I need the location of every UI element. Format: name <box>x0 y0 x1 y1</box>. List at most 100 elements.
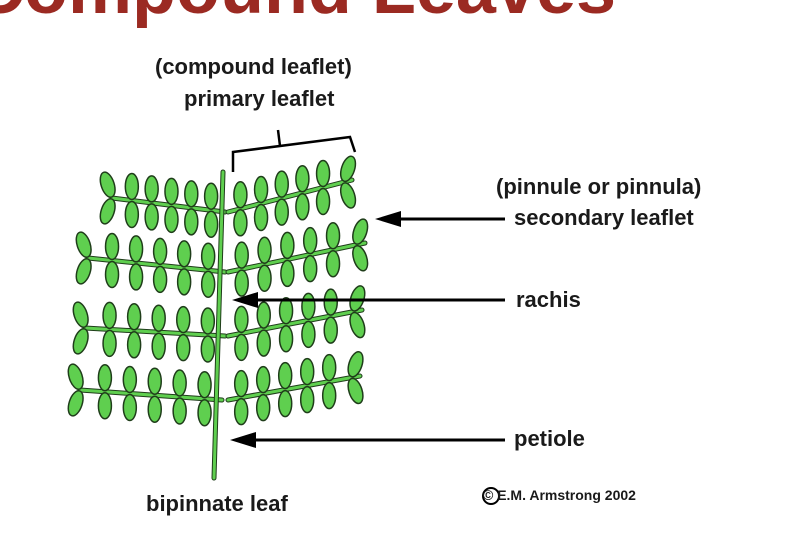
primary-leaflet-axis-fill <box>226 374 362 402</box>
secondary-leaflet <box>151 304 166 332</box>
secondary-leaflet <box>97 392 113 420</box>
secondary-leaflet <box>277 361 293 390</box>
copyright-symbol-icon <box>482 487 500 505</box>
secondary-leaflet <box>151 332 166 360</box>
secondary-leaflet <box>233 209 248 237</box>
primary-leaflet-axis-fill <box>86 256 227 274</box>
secondary-leaflet <box>255 393 271 422</box>
secondary-leaflet <box>347 377 364 405</box>
secondary-leaflet <box>257 236 272 265</box>
secondary-leaflet <box>278 296 294 325</box>
copyright-text: © E.M. Armstrong 2002 <box>483 487 636 503</box>
label-compound-leaflet: (compound leaflet) <box>155 54 352 79</box>
secondary-leaflet <box>75 258 92 285</box>
secondary-leaflet <box>233 397 249 426</box>
secondary-leaflet <box>164 205 179 234</box>
secondary-leaflet <box>200 242 216 271</box>
secondary-leaflet <box>104 232 120 261</box>
secondary-leaflet <box>301 292 316 321</box>
secondary-leaflet <box>102 329 117 358</box>
secondary-leaflet <box>274 170 289 198</box>
secondary-leaflet <box>128 235 144 263</box>
secondary-leaflet <box>97 364 113 392</box>
secondary-leaflet <box>126 303 142 331</box>
secondary-leaflet <box>253 175 269 204</box>
secondary-leaflet <box>99 171 116 198</box>
secondary-leaflet <box>67 390 84 417</box>
secondary-leaflet <box>339 182 357 209</box>
secondary-leaflet <box>197 371 212 399</box>
secondary-leaflet <box>104 260 120 289</box>
secondary-leaflet <box>325 250 341 278</box>
secondary-leaflet <box>176 268 192 296</box>
secondary-leaflet <box>126 331 142 359</box>
secondary-leaflet <box>323 316 338 344</box>
secondary-leaflet <box>72 328 89 355</box>
label-rachis: rachis <box>516 287 581 312</box>
secondary-leaflet <box>321 381 337 410</box>
secondary-leaflet <box>203 210 219 239</box>
label-primary-leaflet: primary leaflet <box>184 86 335 111</box>
secondary-leaflet <box>175 333 191 362</box>
secondary-leaflet <box>352 244 369 272</box>
secondary-leaflet <box>197 399 212 427</box>
secondary-leaflet <box>164 177 179 206</box>
secondary-leaflet <box>256 329 271 357</box>
rachis-arrow-head <box>232 292 258 308</box>
primary-leaflet-axis-fill <box>110 196 227 214</box>
secondary-leaflet <box>72 301 89 328</box>
secondary-leaflet <box>352 218 369 245</box>
secondary-leaflet-arrow-head <box>375 211 401 227</box>
secondary-leaflet <box>122 365 138 394</box>
secondary-leaflet <box>175 305 191 334</box>
secondary-leaflet <box>274 198 289 226</box>
secondary-leaflet <box>323 288 338 316</box>
secondary-leaflet <box>233 181 248 209</box>
secondary-leaflet <box>152 265 168 294</box>
secondary-leaflet <box>122 393 138 422</box>
secondary-leaflet <box>347 351 364 378</box>
secondary-leaflet <box>234 241 249 269</box>
secondary-leaflet <box>255 365 271 394</box>
rachis-stem-fill <box>212 170 225 480</box>
secondary-leaflet <box>233 369 249 398</box>
primary-leaflet-axis-fill <box>226 241 367 274</box>
secondary-leaflet <box>325 222 341 250</box>
secondary-leaflet <box>234 305 249 334</box>
primary-leaflet-axis-fill <box>83 326 227 338</box>
label-secondary-leaflet: secondary leaflet <box>514 205 694 230</box>
secondary-leaflet <box>102 301 117 330</box>
secondary-leaflet <box>147 395 162 424</box>
secondary-leaflet <box>147 367 162 396</box>
secondary-leaflet <box>144 175 159 203</box>
secondary-leaflet <box>124 200 140 229</box>
secondary-leaflet <box>302 226 318 255</box>
label-bipinnate-leaf: bipinnate leaf <box>146 491 288 516</box>
secondary-leaflet <box>184 208 199 236</box>
secondary-leaflet <box>299 357 315 386</box>
secondary-leaflet <box>200 270 216 299</box>
secondary-leaflet <box>144 203 159 231</box>
bracket-tick <box>276 129 282 147</box>
secondary-leaflet <box>124 172 140 201</box>
secondary-leaflet <box>253 203 269 232</box>
secondary-leaflet <box>299 385 315 414</box>
secondary-leaflet <box>295 193 310 221</box>
primary-leaflet-axis-fill <box>226 308 364 338</box>
secondary-leaflet <box>349 311 366 339</box>
secondary-leaflet <box>280 259 295 288</box>
secondary-leaflet <box>99 198 116 225</box>
secondary-leaflet <box>152 237 168 266</box>
secondary-leaflet <box>172 397 187 425</box>
secondary-leaflet <box>321 353 337 382</box>
primary-leaflet-bracket <box>231 135 357 172</box>
secondary-leaflet <box>280 231 295 260</box>
secondary-leaflet <box>203 182 219 211</box>
secondary-leaflet <box>200 335 216 363</box>
secondary-leaflet <box>184 180 199 208</box>
secondary-leaflet <box>172 369 187 397</box>
petiole-arrow-head <box>230 432 256 448</box>
secondary-leaflet <box>277 389 293 418</box>
secondary-leaflet <box>302 254 318 283</box>
